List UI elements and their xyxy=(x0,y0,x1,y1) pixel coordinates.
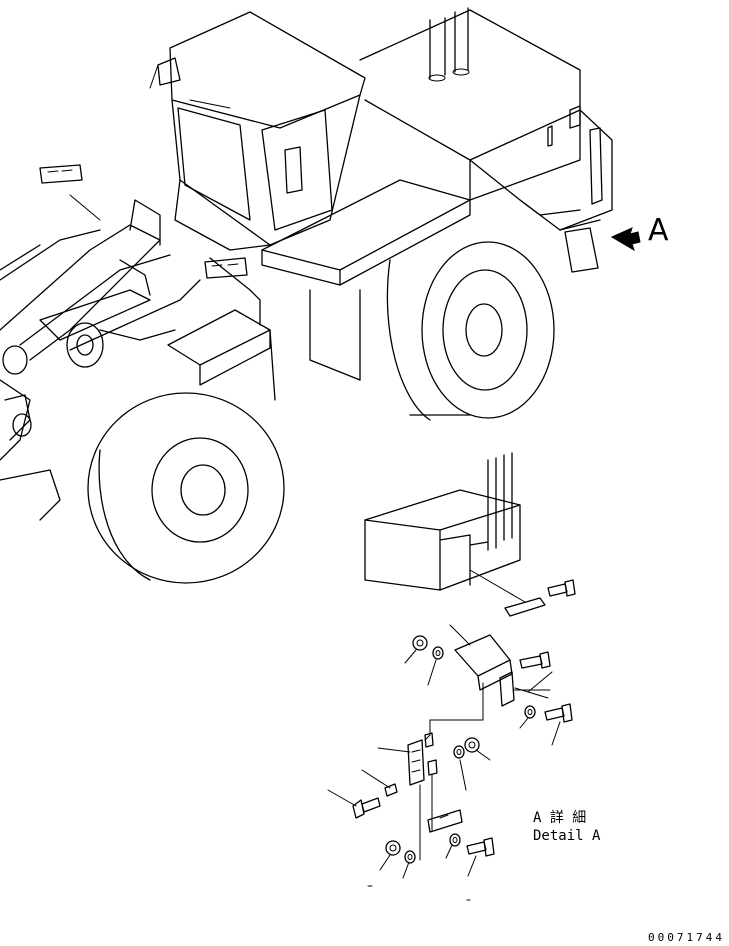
view-arrow xyxy=(610,227,641,252)
wire-harness xyxy=(424,719,484,741)
operator-cab xyxy=(149,11,366,251)
washer-lower-left xyxy=(404,850,416,864)
wheel-loader-illustration: A xyxy=(0,7,669,584)
front-lamp-left xyxy=(39,164,101,221)
front-lamp-right xyxy=(204,257,248,279)
front-tire xyxy=(87,392,285,584)
front-fender xyxy=(167,257,276,401)
rear-deck xyxy=(261,159,601,381)
small-connector xyxy=(424,732,438,776)
body-corner xyxy=(364,452,521,591)
lift-arm xyxy=(0,199,201,521)
clip-left xyxy=(384,783,398,797)
washer-right xyxy=(524,705,536,719)
lower-bracket xyxy=(427,809,463,833)
side-bracket xyxy=(499,671,551,707)
washer-lower xyxy=(449,833,461,847)
leader-lines xyxy=(327,649,561,901)
detail-title-jp: A 詳 細 xyxy=(533,810,586,826)
nut-upper-left xyxy=(412,635,428,651)
detail-title-en: Detail A xyxy=(533,828,601,844)
nut-lower-left xyxy=(385,840,401,856)
mount-plate xyxy=(407,739,425,786)
washer-mid xyxy=(453,745,465,759)
view-label-a: A xyxy=(648,213,669,248)
bolt-left xyxy=(352,797,381,819)
rear-tire xyxy=(386,241,555,421)
bolt-lower xyxy=(466,837,495,857)
mid-bolt xyxy=(519,651,551,669)
lower-wire xyxy=(419,774,433,861)
drawing-number: 00071744 xyxy=(648,931,725,944)
detail-a-illustration xyxy=(327,452,576,901)
bolt-right xyxy=(544,703,573,723)
washer-upper-left xyxy=(432,646,444,660)
engine-hood xyxy=(359,7,613,231)
upper-clip xyxy=(469,569,546,617)
upper-bolt xyxy=(547,579,576,597)
lamp-housing xyxy=(449,624,513,721)
nut-mid xyxy=(464,737,480,753)
